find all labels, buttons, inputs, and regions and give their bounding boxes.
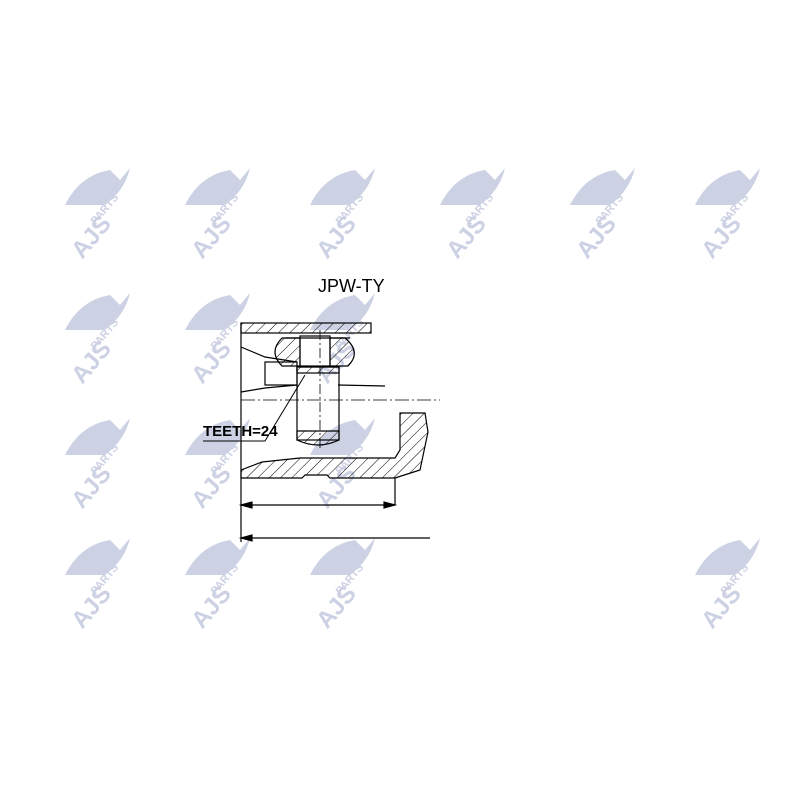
housing-top-section [240, 322, 372, 334]
ajs-parts-watermark: AJS PARTS [185, 168, 250, 264]
housing-bottom-section [240, 412, 429, 479]
ajs-parts-watermark: AJS PARTS [185, 293, 250, 389]
ajs-parts-watermark: AJS PARTS [695, 168, 760, 264]
ajs-parts-watermark: AJS PARTS [65, 293, 130, 389]
ajs-parts-watermark: AJS PARTS [65, 538, 130, 634]
ajs-parts-watermark: AJS PARTS [695, 538, 760, 634]
teeth-count-label: TEETH=24 [203, 423, 278, 440]
drawing-title: JPW-TY [318, 276, 385, 296]
ajs-parts-watermark: AJS PARTS [310, 538, 375, 634]
ajs-parts-watermark: AJS PARTS [65, 418, 130, 514]
ball-cage [274, 337, 301, 367]
teeth-leader-line [203, 374, 306, 442]
ajs-parts-watermark: AJS PARTS [65, 168, 130, 264]
part-outline [203, 322, 440, 542]
ajs-parts-watermark: AJS PARTS [310, 168, 375, 264]
ajs-parts-watermark: AJS PARTS [570, 168, 635, 264]
ajs-parts-watermark: AJS PARTS [440, 168, 505, 264]
ajs-parts-watermark: AJS PARTS [185, 538, 250, 634]
watermarks: AJS PARTS AJS PARTS AJS PARTS AJS PARTS … [65, 168, 760, 634]
